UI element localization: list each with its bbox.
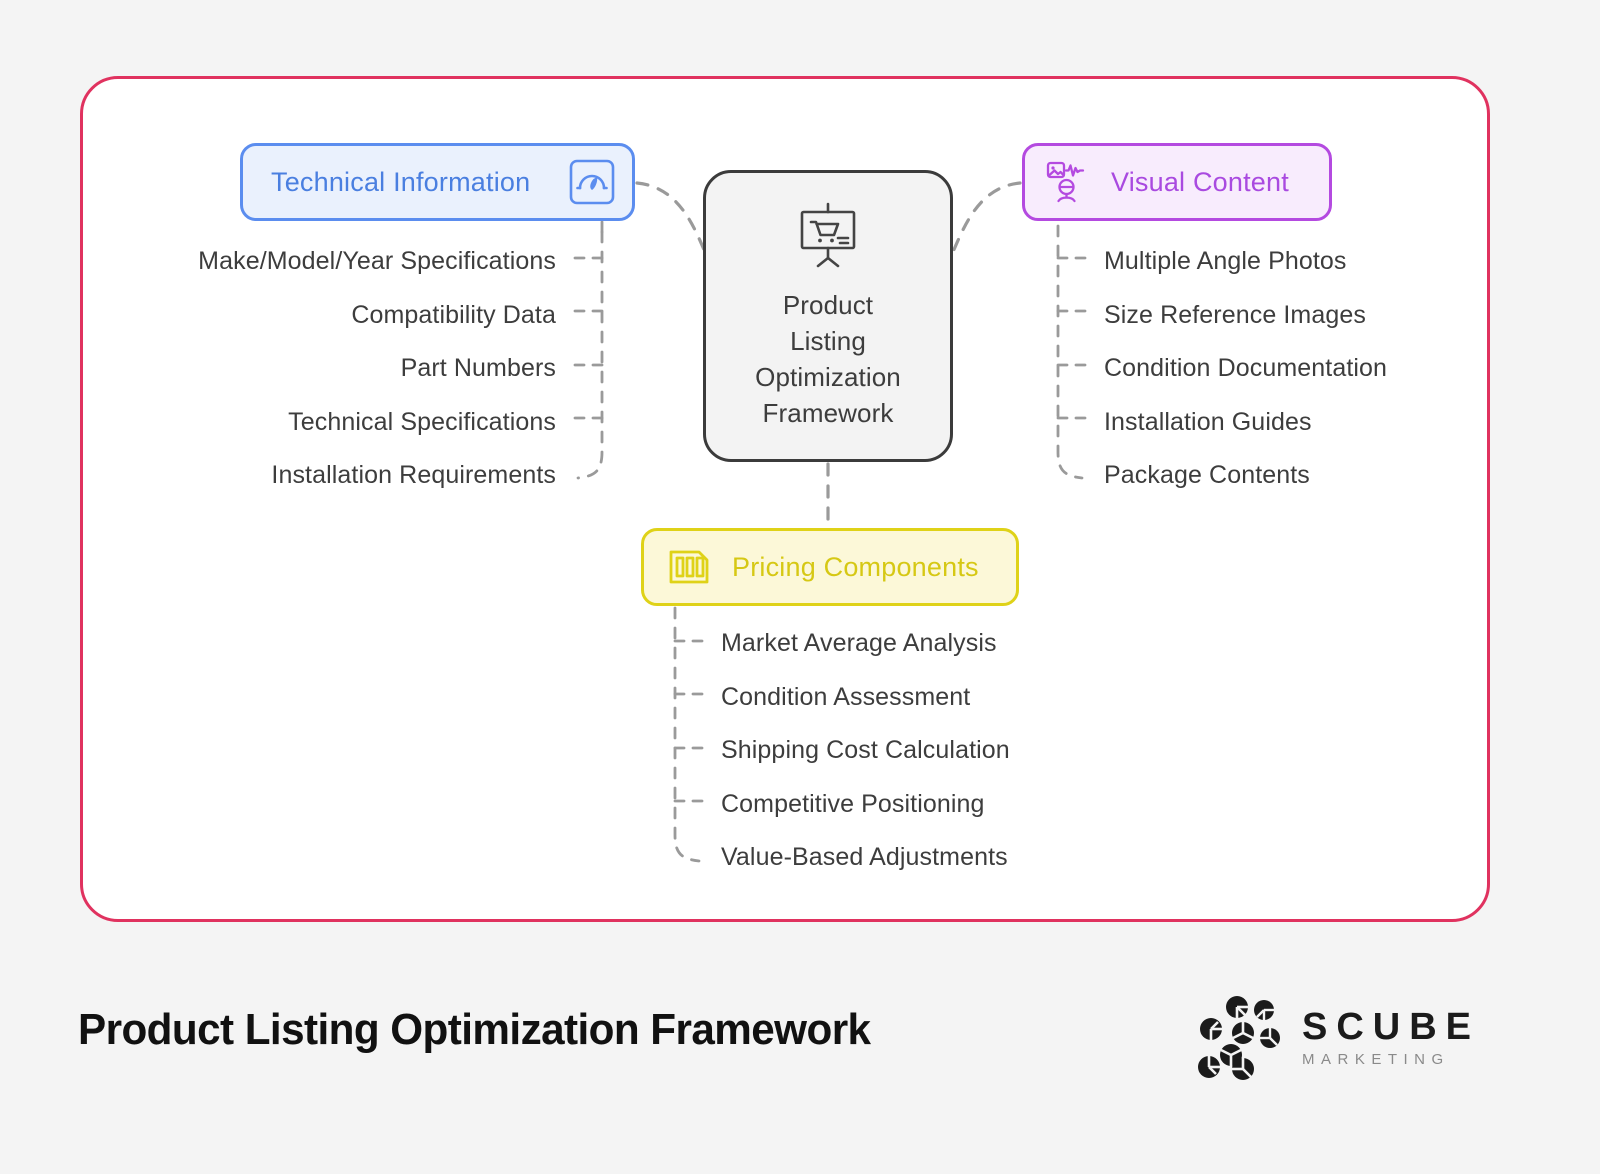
gauge-icon [568,158,616,206]
sub-item-list-visual: Multiple Angle Photos Size Reference Ima… [1104,235,1387,503]
list-item[interactable]: Market Average Analysis [721,629,997,658]
bar-chart-document-icon [666,544,712,590]
list-item[interactable]: Competitive Positioning [721,789,985,818]
sub-item-list-pricing: Market Average Analysis Condition Assess… [721,617,1010,885]
page-title: Product Listing Optimization Framework [78,1005,871,1054]
list-item[interactable]: Technical Specifications [288,407,556,436]
list-item[interactable]: Condition Assessment [721,682,971,711]
center-label-line-4: Framework [762,397,894,428]
center-label-line-3: Optimization [755,361,901,392]
center-label-line-2: Listing [790,325,866,356]
branch-node-technical-information[interactable]: Technical Information [240,143,635,221]
branch-label-pricing: Pricing Components [732,551,979,582]
scube-pie-cluster-logo [1192,992,1284,1085]
branch-label-technical: Technical Information [271,166,531,197]
list-item[interactable]: Make/Model/Year Specifications [198,247,556,276]
branch-label-visual: Visual Content [1111,166,1289,197]
brand-tagline: MARKETING [1302,1051,1450,1068]
list-item[interactable]: Installation Requirements [271,461,556,490]
presentation-cart-icon [791,202,865,277]
list-item[interactable]: Part Numbers [400,354,556,383]
list-item[interactable]: Shipping Cost Calculation [721,736,1010,765]
list-item[interactable]: Condition Documentation [1104,354,1388,383]
brand-logo-block: SCUBE MARKETING [1192,992,1480,1085]
list-item[interactable]: Installation Guides [1104,407,1312,436]
list-item[interactable]: Multiple Angle Photos [1104,247,1347,276]
center-node[interactable]: Product Listing Optimization Framework [703,170,953,462]
branch-node-pricing-components[interactable]: Pricing Components [641,528,1019,606]
branch-node-visual-content[interactable]: Visual Content [1022,143,1332,221]
list-item[interactable]: Value-Based Adjustments [721,843,1008,872]
list-item[interactable]: Compatibility Data [351,300,556,329]
brand-text: SCUBE MARKETING [1302,1007,1480,1070]
list-item[interactable]: Package Contents [1104,461,1310,490]
list-item[interactable]: Size Reference Images [1104,300,1366,329]
center-node-label: Product Listing Optimization Framework [755,287,901,431]
center-label-line-1: Product [782,289,874,320]
image-waveform-person-icon [1045,159,1091,205]
sub-item-list-technical: Make/Model/Year Specifications Compatibi… [100,235,556,503]
brand-name: SCUBE [1302,1006,1481,1048]
